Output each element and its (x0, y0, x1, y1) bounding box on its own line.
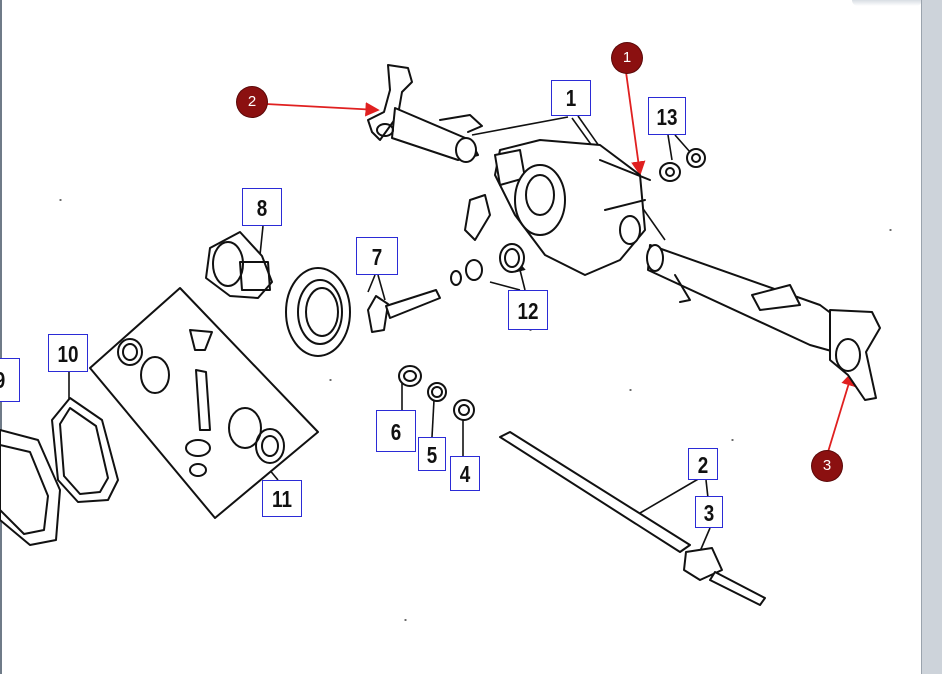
cover-gasket-10 (51, 397, 119, 503)
callout-badge-1: 1 (612, 43, 642, 73)
part-label-1: 1 (551, 80, 591, 116)
right-axle-tube (646, 244, 881, 401)
part-label-13: 13 (648, 97, 686, 135)
specks (59, 199, 892, 621)
leader-2 (639, 477, 701, 514)
window-left-edge (0, 0, 2, 674)
part-label-3: 3 (695, 496, 723, 528)
left-axle-tube (367, 64, 483, 163)
bearings (398, 365, 475, 421)
line-art (0, 64, 892, 621)
ring-pinion-7 (285, 259, 483, 357)
part-label-11: 11 (262, 480, 302, 517)
part-label-9: 9 (0, 358, 20, 402)
callout-arrow-1 (625, 71, 646, 176)
leader-2-3-link (705, 479, 709, 499)
nuts-13 (659, 148, 706, 182)
callout-badge-3: 3 (812, 451, 842, 481)
part-label-8: 8 (242, 188, 282, 226)
callout-arrow-3 (827, 371, 856, 453)
callout-badge-2: 2 (237, 87, 267, 117)
part-label-7: 7 (356, 237, 398, 275)
part-label-10: 10 (48, 334, 88, 372)
center-housing (464, 139, 651, 276)
diff-carrier-8 (205, 231, 273, 299)
part-label-6: 6 (376, 410, 416, 452)
window-right-edge (921, 0, 942, 674)
leader-1-left-tube (471, 116, 569, 136)
callout-arrows (265, 71, 856, 453)
axle-shaft (499, 431, 766, 606)
leader-5 (431, 399, 435, 438)
corner-shade (852, 0, 922, 6)
callout-arrow-2 (265, 102, 380, 117)
leader-13 (667, 134, 691, 161)
leader-7 (367, 274, 386, 301)
leader-8 (259, 225, 264, 256)
diff-cover (0, 429, 61, 546)
part-label-12: 12 (508, 290, 548, 330)
part-label-2: 2 (688, 448, 718, 480)
part-label-5: 5 (418, 437, 446, 471)
part-label-4: 4 (450, 456, 480, 491)
diff-gears-box-11 (89, 287, 319, 519)
